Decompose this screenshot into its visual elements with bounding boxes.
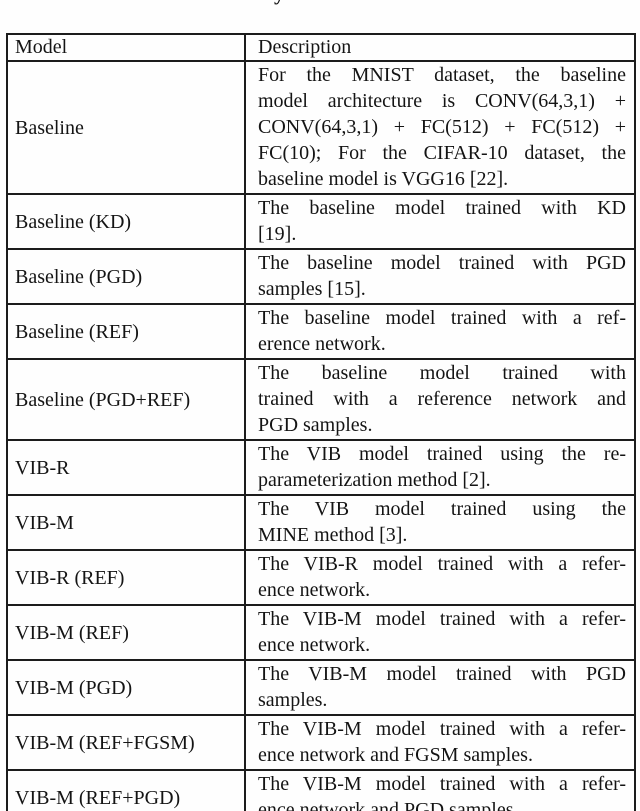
table-row: VIB-M (REF+FGSM) The VIB-M model trained… bbox=[6, 714, 636, 771]
cropped-caption-fragment: y bbox=[272, 0, 292, 6]
description-cell: The baseline model trained with trained w… bbox=[244, 358, 636, 441]
table-row: Baseline For the MNIST dataset, the base… bbox=[6, 60, 636, 195]
table-row: VIB-M (REF) The VIB-M model trained with… bbox=[6, 604, 636, 661]
table-row: Baseline (REF) The baseline model traine… bbox=[6, 303, 636, 360]
description-line: PGD samples. bbox=[258, 414, 373, 436]
table-row: VIB-M (REF+PGD) The VIB-M model trained … bbox=[6, 769, 636, 811]
description-cell: For the MNIST dataset, the baseline model… bbox=[244, 60, 636, 195]
model-name-cell: Baseline (PGD) bbox=[6, 248, 246, 305]
column-header-model: Model bbox=[6, 33, 246, 62]
table-row: Baseline (PGD+REF) The baseline model tr… bbox=[6, 358, 636, 441]
description-line: ence network. bbox=[258, 579, 371, 601]
model-name-cell: VIB-M (REF+PGD) bbox=[6, 769, 246, 811]
model-name-cell: Baseline (REF) bbox=[6, 303, 246, 360]
description-line: The VIB model trained using the re- bbox=[258, 443, 626, 465]
description-line: The baseline model trained with a ref- bbox=[258, 307, 626, 329]
description-cell: The VIB-M model trained with a refer-enc… bbox=[244, 769, 636, 811]
description-line: ence network and PGD samples. bbox=[258, 799, 519, 811]
description-line: The VIB-M model trained with a refer- bbox=[258, 608, 626, 630]
description-line: erence network. bbox=[258, 333, 386, 355]
description-line: MINE method [3]. bbox=[258, 524, 408, 546]
description-line: model architecture is CONV(64,3,1) + bbox=[258, 90, 626, 112]
description-line: FC(10); For the CIFAR-10 dataset, the bbox=[258, 142, 626, 164]
model-name-cell: VIB-R bbox=[6, 439, 246, 496]
model-name-cell: Baseline (PGD+REF) bbox=[6, 358, 246, 441]
description-line: The baseline model trained with PGD bbox=[258, 252, 626, 274]
description-line: samples [15]. bbox=[258, 278, 366, 300]
model-name-cell: VIB-M (REF+FGSM) bbox=[6, 714, 246, 771]
description-line: The baseline model trained with KD bbox=[258, 197, 626, 219]
table-row: Baseline (PGD) The baseline model traine… bbox=[6, 248, 636, 305]
table-body: Baseline For the MNIST dataset, the base… bbox=[6, 60, 636, 811]
model-name-cell: VIB-R (REF) bbox=[6, 549, 246, 606]
description-cell: The VIB-M model trained with a refer-enc… bbox=[244, 714, 636, 771]
description-line: CONV(64,3,1) + FC(512) + FC(512) + bbox=[258, 116, 626, 138]
description-line: [19]. bbox=[258, 223, 297, 245]
column-header-description: Description bbox=[244, 33, 636, 62]
description-cell: The VIB model trained using the re-param… bbox=[244, 439, 636, 496]
model-name-cell: VIB-M (PGD) bbox=[6, 659, 246, 716]
description-line: The VIB-M model trained with PGD bbox=[258, 663, 626, 685]
description-line: The VIB-M model trained with a refer- bbox=[258, 718, 626, 740]
description-line: ence network and FGSM samples. bbox=[258, 744, 533, 766]
table-row: VIB-R (REF) The VIB-R model trained with… bbox=[6, 549, 636, 606]
description-cell: The baseline model trained with a ref-er… bbox=[244, 303, 636, 360]
description-cell: The baseline model trained with PGD sampl… bbox=[244, 248, 636, 305]
description-cell: The VIB-M model trained with PGD samples. bbox=[244, 659, 636, 716]
model-name-cell: Baseline (KD) bbox=[6, 193, 246, 250]
description-line: The VIB model trained using the bbox=[258, 498, 626, 520]
description-line: The VIB-M model trained with a refer- bbox=[258, 773, 626, 795]
description-cell: The baseline model trained with KD [19]. bbox=[244, 193, 636, 250]
table-row: VIB-M (PGD) The VIB-M model trained with… bbox=[6, 659, 636, 716]
table-row: Baseline (KD) The baseline model trained… bbox=[6, 193, 636, 250]
model-description-table: Model Description Baseline For the MNIST… bbox=[6, 33, 636, 811]
description-line: samples. bbox=[258, 689, 328, 711]
description-line: ence network. bbox=[258, 634, 371, 656]
header-row: Model Description bbox=[6, 33, 636, 62]
description-line: parameterization method [2]. bbox=[258, 469, 491, 491]
description-cell: The VIB-M model trained with a refer-enc… bbox=[244, 604, 636, 661]
caption-descender-glyph: y bbox=[274, 0, 285, 6]
model-name-cell: Baseline bbox=[6, 60, 246, 195]
description-line: trained with a reference network and bbox=[258, 388, 626, 410]
model-name-cell: VIB-M bbox=[6, 494, 246, 551]
description-line: The VIB-R model trained with a refer- bbox=[258, 553, 626, 575]
model-name-cell: VIB-M (REF) bbox=[6, 604, 246, 661]
table-row: VIB-R The VIB model trained using the re… bbox=[6, 439, 636, 496]
description-line: For the MNIST dataset, the baseline bbox=[258, 64, 626, 86]
description-line: The baseline model trained with bbox=[258, 362, 626, 384]
description-cell: The VIB-R model trained with a refer-enc… bbox=[244, 549, 636, 606]
description-line: baseline model is VGG16 [22]. bbox=[258, 168, 509, 190]
